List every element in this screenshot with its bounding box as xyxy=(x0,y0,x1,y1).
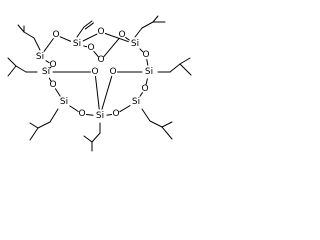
framework-bond xyxy=(119,105,131,113)
oxygen-atom-label: O xyxy=(49,60,56,70)
oxygen-atom-label: O xyxy=(142,50,149,60)
framework-bond xyxy=(54,88,61,97)
framework-bond xyxy=(69,105,79,113)
isobutyl-bond xyxy=(134,27,143,38)
oxygen-atom-label: O xyxy=(97,27,104,37)
oxygen-atom-label: O xyxy=(52,30,59,40)
isobutyl-bond xyxy=(7,57,17,67)
isobutyl-bond xyxy=(141,108,151,122)
isobutyl-bond xyxy=(29,122,39,129)
framework-bond xyxy=(104,32,129,43)
isobutyl-bond xyxy=(91,132,101,143)
silicon-atom-label: Si xyxy=(42,67,50,77)
isobutyl-bond xyxy=(7,65,17,77)
isobutyl-bond xyxy=(37,121,51,129)
isobutyl-bond xyxy=(15,65,27,73)
framework-bond xyxy=(106,114,113,116)
framework-bond xyxy=(101,75,113,110)
oxygen-atom-label: O xyxy=(78,109,85,119)
silicon-atom-label: Si xyxy=(145,67,153,77)
isobutyl-bond xyxy=(161,126,173,140)
framework-bond xyxy=(139,92,143,97)
isobutyl-bond xyxy=(152,15,159,23)
framework-bond xyxy=(103,37,120,58)
framework-bond xyxy=(146,58,149,66)
oxygen-atom-label: O xyxy=(49,80,56,90)
isobutyl-bond xyxy=(179,63,192,76)
oxygen-atom-label: O xyxy=(87,43,94,53)
framework-bond xyxy=(45,60,50,64)
oxygen-atom-label: O xyxy=(118,30,125,40)
framework-bond xyxy=(82,33,98,42)
silicon-atom-label: Si xyxy=(73,39,81,49)
oxygen-atom-label: O xyxy=(141,84,148,94)
isobutyl-bond xyxy=(169,63,181,73)
framework-bond xyxy=(83,45,88,48)
isobutyl-bond xyxy=(149,120,163,128)
isobutyl-bond xyxy=(83,135,93,143)
framework-bond xyxy=(139,48,144,53)
silicon-atom-label: Si xyxy=(131,39,139,49)
isobutyl-bond xyxy=(17,24,25,33)
isobutyl-bond xyxy=(29,127,39,141)
framework-bond xyxy=(93,50,99,58)
oxygen-atom-label: O xyxy=(97,55,104,65)
silicon-atom-label: Si xyxy=(60,97,68,107)
vinyl-double-bond xyxy=(84,22,94,30)
framework-bond xyxy=(125,37,130,41)
framework-bond xyxy=(59,36,72,42)
silicon-atom-label: Si xyxy=(96,111,104,121)
framework-bond xyxy=(49,66,52,69)
silicon-atom-label: Si xyxy=(132,97,140,107)
framework-bond xyxy=(48,77,52,82)
isobutyl-bond xyxy=(49,108,59,123)
silicon-atom-label: Si xyxy=(36,52,44,62)
oxygen-atom-label: O xyxy=(112,109,119,119)
framework-bond xyxy=(95,75,100,110)
isobutyl-bond xyxy=(33,37,41,51)
vinyl-bond xyxy=(76,26,85,38)
oxygen-atom-label: O xyxy=(109,67,116,77)
framework-bond xyxy=(85,113,94,116)
isobutyl-bond xyxy=(141,21,154,29)
vinyl-bond xyxy=(83,20,93,28)
isobutyl-bond xyxy=(23,31,35,39)
isobutyl-bond xyxy=(179,57,191,65)
bond-lines xyxy=(7,15,192,152)
framework-bond xyxy=(145,78,148,86)
isobutyl-bond xyxy=(161,121,173,128)
oxygen-atom-label: O xyxy=(91,67,98,77)
framework-bond xyxy=(43,38,54,52)
